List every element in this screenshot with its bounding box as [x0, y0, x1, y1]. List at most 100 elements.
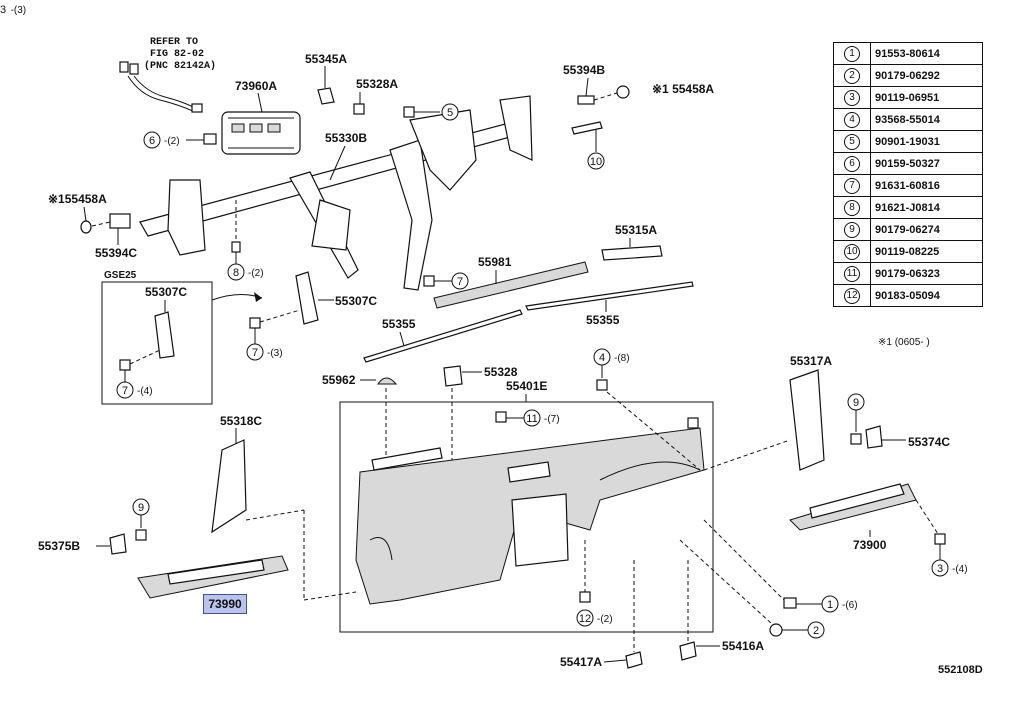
legend-number: 7	[844, 177, 860, 194]
brace-55307C	[295, 271, 319, 325]
svg-text:2: 2	[813, 625, 819, 637]
svg-text:4: 4	[599, 352, 605, 364]
strip-55355-left	[363, 309, 523, 363]
variant-label: GSE25	[104, 270, 137, 281]
strip-55981	[433, 261, 589, 309]
legend-number: 9	[844, 221, 860, 238]
legend-part-number: 91621-J0814	[870, 196, 983, 219]
nut-55458A-left	[80, 220, 92, 234]
legend-row: 6 90159-50327	[833, 152, 983, 175]
bracket-55345A	[317, 87, 335, 105]
legend-number: 4	[844, 111, 860, 128]
label-55307C-box: 55307C	[145, 285, 187, 299]
legend-row: 9 90179-06274	[833, 218, 983, 241]
svg-text:-(8): -(8)	[614, 353, 630, 364]
svg-text:8: 8	[233, 267, 239, 279]
label-55981: 55981	[478, 255, 512, 269]
refer-line-3: (PNC 82142A)	[144, 60, 216, 72]
svg-text:9: 9	[853, 397, 859, 409]
legend-number: 6	[844, 155, 860, 172]
label-73900: 73900	[853, 538, 887, 552]
side-cover-55318C	[211, 439, 247, 534]
bracket-55374C	[865, 425, 883, 449]
svg-text:-(2): -(2)	[248, 268, 264, 279]
label-55374C: 55374C	[908, 435, 950, 449]
strip-55315A	[601, 245, 663, 261]
selected-part-73990[interactable]: 73990	[203, 594, 247, 614]
legend-number: 3	[844, 89, 860, 106]
legend-number: 11	[844, 265, 860, 282]
label-55962: 55962	[322, 373, 356, 387]
svg-text:9: 9	[138, 502, 144, 514]
svg-text:11: 11	[526, 413, 537, 425]
svg-text:-(4): -(4)	[137, 386, 153, 397]
part-55416A	[679, 641, 697, 661]
legend-part-number: 90179-06323	[870, 262, 983, 285]
arrow-variant	[211, 294, 263, 301]
label-55345A: 55345A	[305, 52, 347, 66]
svg-text:3: 3	[937, 563, 943, 575]
callout-1: 1 -(6)	[703, 519, 858, 613]
legend-number: 8	[844, 199, 860, 216]
label-55394C: 55394C	[95, 246, 137, 260]
svg-text:-(6): -(6)	[842, 600, 858, 611]
svg-text:-(2): -(2)	[597, 614, 613, 625]
callout-9-left: 9	[132, 498, 150, 541]
callout-8: 8 -(2)	[227, 200, 264, 281]
legend-number: 12	[844, 287, 860, 304]
legend-part-number: 93568-55014	[870, 108, 983, 131]
callout-9-right: 9	[847, 393, 865, 445]
svg-text:-(3): -(3)	[267, 348, 283, 359]
svg-text:6: 6	[149, 135, 155, 147]
callout-7-center: 7	[423, 272, 469, 290]
label-73960A: 73960A	[235, 79, 277, 93]
legend-row: 11 90179-06323	[833, 262, 983, 285]
svg-text:-(7): -(7)	[544, 414, 560, 425]
callout-3-right: 3 -(4)	[915, 499, 968, 577]
side-panel-55317A	[789, 369, 825, 471]
legend-part-number: 90119-08225	[870, 240, 983, 263]
callout-6-left: 6 -(2)	[143, 131, 217, 149]
legend-number: 2	[844, 67, 860, 84]
part-55417A	[625, 651, 643, 669]
label-55318C: 55318C	[220, 414, 262, 428]
airbag-module-73960A	[221, 111, 301, 155]
legend-row: 8 91621-J0814	[833, 196, 983, 219]
clip-55328A	[353, 103, 365, 115]
callout-7-box: 7 -(4)	[116, 349, 161, 399]
refer-line-2: FIG 82-02	[150, 49, 204, 60]
legend-part-number: 91553-80614	[870, 42, 983, 65]
refer-line-1: REFER TO	[150, 37, 198, 48]
label-55458A-right: ※1 55458A	[652, 82, 714, 96]
legend-row: 1 91553-80614	[833, 42, 983, 65]
clip-55328	[443, 365, 463, 387]
legend-part-number: 90119-06951	[870, 86, 983, 109]
part-55962	[377, 377, 398, 385]
label-55355-right: 55355	[586, 313, 620, 327]
label-55375B: 55375B	[38, 539, 80, 553]
svg-text:12: 12	[579, 613, 591, 625]
label-55458A-left: ※155458A	[48, 192, 107, 206]
callout-12: 12 -(2)	[576, 540, 613, 627]
legend-number: 1	[844, 45, 860, 62]
legend-number: 10	[844, 243, 860, 260]
reference-code: 552108D	[938, 664, 983, 676]
callout-10: 10	[571, 121, 605, 170]
legend-number: 5	[844, 133, 860, 150]
legend-part-number: 90159-50327	[870, 152, 983, 175]
svg-text:7: 7	[457, 276, 463, 288]
callout-2: 2	[679, 539, 825, 639]
bolt-55394C	[109, 213, 131, 229]
svg-text:-(4): -(4)	[952, 564, 968, 575]
legend-part-number: 90179-06274	[870, 218, 983, 241]
legend-row: 3 90119-06951	[833, 86, 983, 109]
svg-text:10: 10	[590, 156, 602, 168]
bolt-55394B	[577, 95, 595, 105]
legend-row: 4 93568-55014	[833, 108, 983, 131]
brace-55307C-box	[154, 311, 175, 359]
